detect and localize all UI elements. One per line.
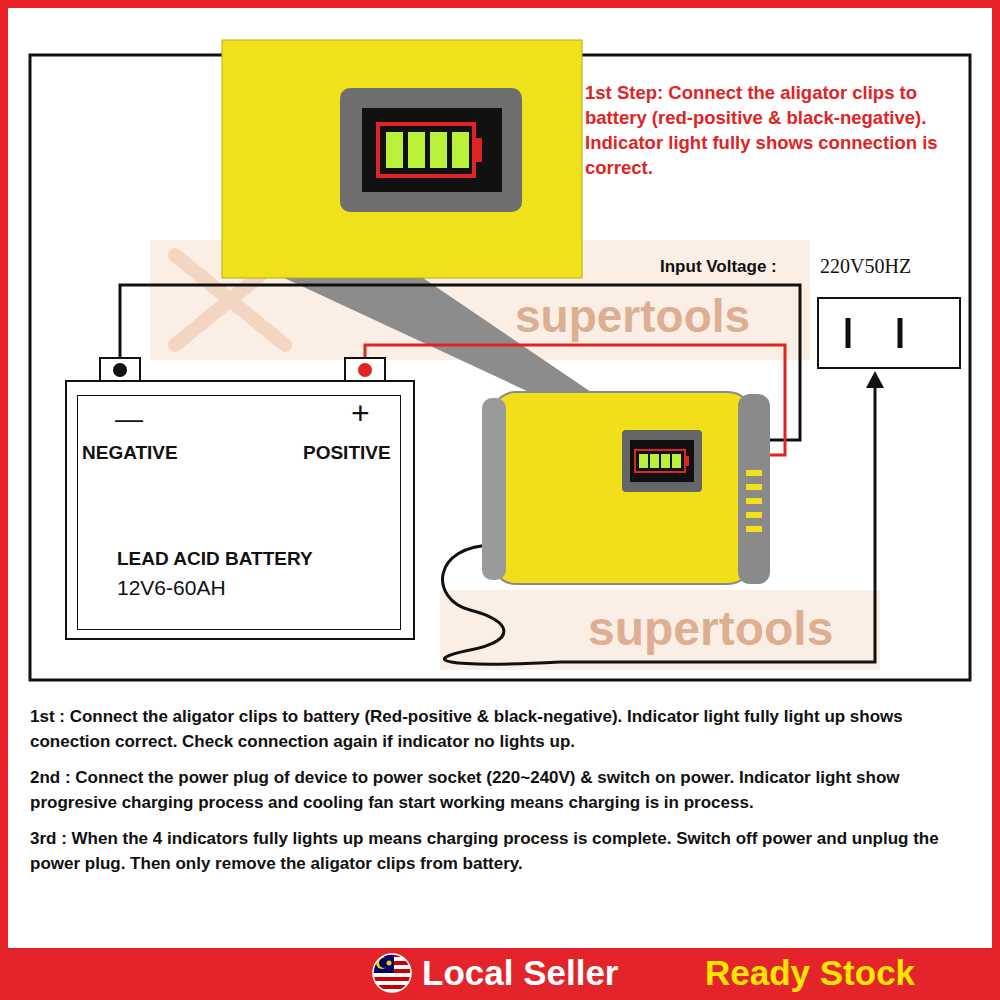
watermark: supertools: [585, 605, 836, 653]
zoom-box: [222, 40, 582, 278]
negative-terminal: [100, 358, 140, 382]
display-frame: [340, 88, 522, 212]
diagram-frame: [30, 55, 970, 680]
banner-text: Ready Stock: [705, 952, 915, 994]
watermark: supertools: [515, 293, 750, 339]
power-socket: [818, 298, 960, 368]
socket-pin: [846, 318, 851, 348]
terminal-label: POSITIVE: [303, 442, 391, 465]
level-bars: [386, 132, 469, 168]
terminal-label: NEGATIVE: [82, 442, 178, 465]
voltage-label: Input Voltage :: [660, 257, 777, 277]
minus-sign: —: [115, 402, 143, 436]
banner-text: Local Seller: [422, 952, 618, 994]
instruction-text: 2nd : Connect the power plug of device t…: [30, 765, 970, 815]
step-callout: 1st Step: Connect the aligator clips to …: [585, 80, 963, 180]
plus-sign: +: [351, 394, 370, 432]
battery-icon-nub: [474, 138, 482, 162]
cord-arrowhead: [866, 371, 884, 388]
voltage-value: 220V50HZ: [820, 254, 911, 278]
instruction-text: 1st : Connect the aligator clips to batt…: [30, 704, 970, 754]
negative-dot: [113, 363, 127, 377]
instruction-text: 3rd : When the 4 indicators fully lights…: [30, 826, 970, 876]
malaysia-flag: [372, 953, 412, 993]
battery-box: — + NEGATIVE POSITIVE LEAD ACID BATTERY 12V6-…: [65, 380, 415, 640]
battery-icon: [378, 124, 474, 176]
battery-type: LEAD ACID BATTERY: [117, 548, 313, 571]
positive-dot: [358, 363, 372, 377]
display-screen: [362, 108, 502, 192]
socket-pin: [898, 318, 903, 348]
battery-rating: 12V6-60AH: [117, 575, 226, 600]
seller-banner: Local Seller Ready Stock: [0, 948, 1000, 1000]
positive-terminal: [345, 358, 385, 382]
watermark-box: [440, 590, 880, 670]
charger: [482, 392, 770, 584]
power-cord: [443, 386, 875, 664]
